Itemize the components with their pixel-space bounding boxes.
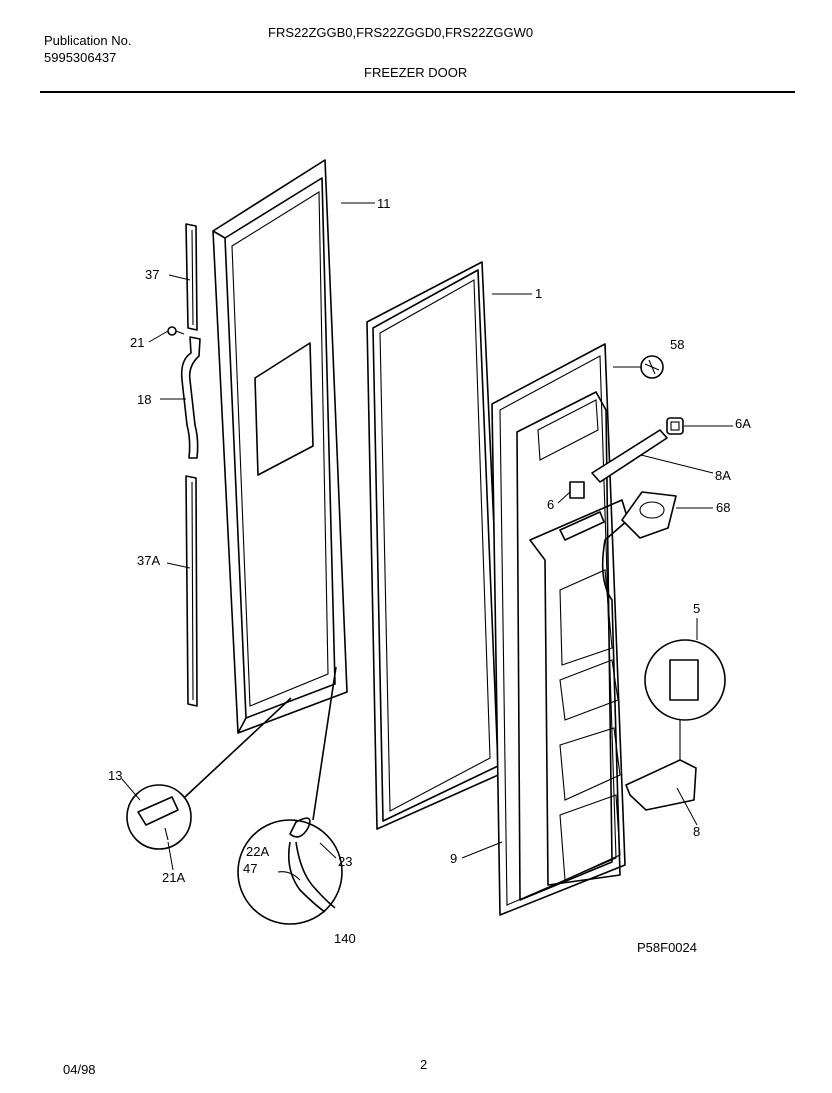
wiring-harness-detail xyxy=(237,666,343,925)
part-6A-clip xyxy=(666,417,684,435)
figure-code: P58F0024 xyxy=(637,940,697,955)
part-9-inner-liner xyxy=(491,343,629,916)
callout-23: 23 xyxy=(338,854,352,869)
callout-140: 140 xyxy=(334,931,356,946)
callout-5: 5 xyxy=(693,601,700,616)
callout-6: 6 xyxy=(547,497,554,512)
section-title: FREEZER DOOR xyxy=(364,65,468,80)
part-5-detail xyxy=(644,639,726,721)
publication-label: Publication No. xyxy=(44,33,132,48)
callout-21A: 21A xyxy=(162,870,185,885)
part-18-handle xyxy=(180,336,201,459)
page-number: 2 xyxy=(420,1057,428,1072)
part-21-screw xyxy=(167,326,185,336)
part-68-actuator xyxy=(621,491,677,539)
part-6-clip xyxy=(569,481,585,499)
part-11-outer-door xyxy=(212,159,348,734)
callout-18: 18 xyxy=(137,392,151,407)
callout-11: 11 xyxy=(377,196,391,211)
part-37-strip xyxy=(185,223,198,331)
callout-22A: 22A xyxy=(246,844,269,859)
callout-1: 1 xyxy=(535,286,542,301)
callout-37: 37 xyxy=(145,267,159,282)
model-numbers: FRS22ZGGB0,FRS22ZGGD0,FRS22ZGGW0 xyxy=(268,25,534,40)
part-37A-strip xyxy=(185,475,198,707)
part-13-detail xyxy=(126,697,292,850)
callout-37A: 37A xyxy=(137,553,160,568)
publication-number: 5995306437 xyxy=(44,50,117,65)
callout-21: 21 xyxy=(130,335,144,350)
callout-13: 13 xyxy=(108,768,122,783)
footer-date: 04/98 xyxy=(63,1062,96,1077)
callout-47: 47 xyxy=(243,861,257,876)
callout-6A: 6A xyxy=(735,416,751,431)
part-58-screw xyxy=(640,355,664,379)
callout-8A: 8A xyxy=(715,468,731,483)
leader-lines xyxy=(121,202,733,871)
part-8A-rail xyxy=(591,429,668,483)
part-1-gasket xyxy=(366,261,506,830)
callout-58: 58 xyxy=(670,337,684,352)
callout-9: 9 xyxy=(450,851,457,866)
callout-8: 8 xyxy=(693,824,700,839)
part-8-bracket xyxy=(625,720,697,811)
header-divider xyxy=(40,91,795,93)
callout-68: 68 xyxy=(716,500,730,515)
